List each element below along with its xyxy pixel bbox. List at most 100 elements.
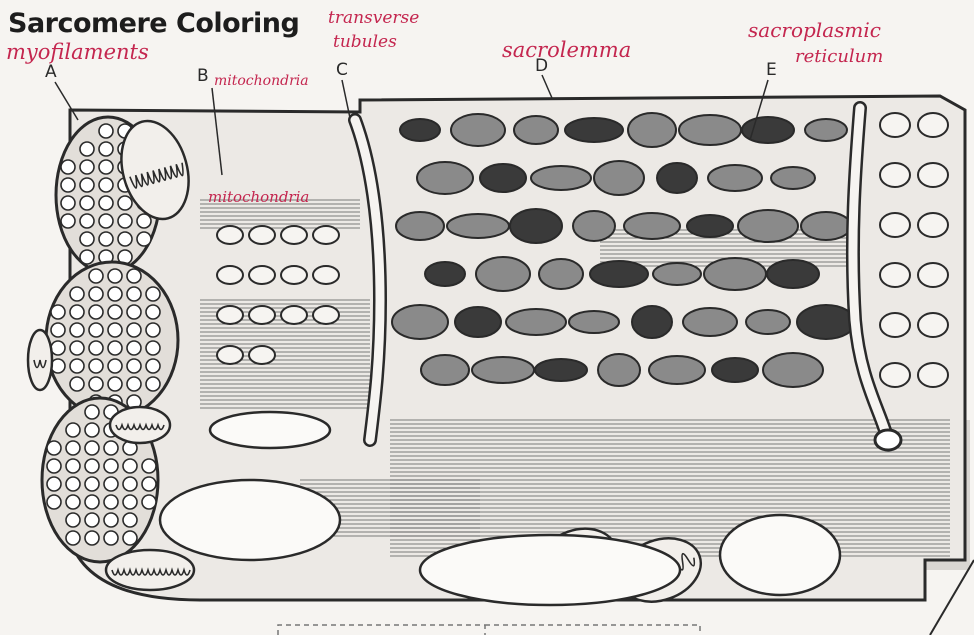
myofibril-circle bbox=[127, 341, 141, 355]
myofibril-circle bbox=[104, 441, 118, 455]
pale-organelle bbox=[210, 412, 330, 448]
sr-fenestra bbox=[687, 215, 733, 237]
myofibril-circle bbox=[108, 269, 122, 283]
page-title: Sarcomere Coloring bbox=[8, 8, 299, 39]
myofibril-circle bbox=[66, 513, 80, 527]
pale-organelle bbox=[420, 535, 680, 605]
myofibril-circle bbox=[66, 423, 80, 437]
sr-fenestra bbox=[746, 310, 790, 334]
sr-fenestra bbox=[763, 353, 823, 387]
myofibril-circle bbox=[70, 305, 84, 319]
t-tubule-opening bbox=[875, 430, 901, 450]
sr-fenestra bbox=[880, 113, 910, 137]
sr-fenestra bbox=[451, 114, 505, 146]
sr-fenestra bbox=[249, 266, 275, 284]
sr-fenestra bbox=[510, 209, 562, 243]
sr-fenestra bbox=[392, 305, 448, 339]
myofibril-circle bbox=[104, 513, 118, 527]
sr-fenestra bbox=[918, 263, 948, 287]
sr-fenestra bbox=[281, 306, 307, 324]
sr-fenestra bbox=[476, 257, 530, 291]
myofibril-circle bbox=[104, 459, 118, 473]
sr-fenestra bbox=[880, 363, 910, 387]
myofibril-circle bbox=[99, 196, 113, 210]
myofibril-circle bbox=[70, 359, 84, 373]
sr-fenestra bbox=[880, 263, 910, 287]
myofibril-circle bbox=[123, 477, 137, 491]
myofibril-circle bbox=[70, 377, 84, 391]
myofibril-circle bbox=[99, 160, 113, 174]
label-e: E bbox=[766, 60, 777, 80]
myofibril-circle bbox=[47, 495, 61, 509]
sr-fenestra bbox=[396, 212, 444, 240]
myofibril-circle bbox=[108, 305, 122, 319]
myofibril-circle bbox=[123, 495, 137, 509]
myofibril-circle bbox=[118, 214, 132, 228]
myofibril-circle bbox=[118, 232, 132, 246]
sr-fenestra bbox=[590, 261, 648, 287]
myofibril-circle bbox=[85, 459, 99, 473]
annotation-mitochondria-mid: mitochondria bbox=[208, 190, 309, 205]
sr-fenestra bbox=[880, 213, 910, 237]
sr-fenestra bbox=[281, 226, 307, 244]
sr-fenestra bbox=[704, 258, 766, 290]
myofibril-circle bbox=[123, 531, 137, 545]
myofibril-circle bbox=[80, 196, 94, 210]
sr-fenestra bbox=[653, 263, 701, 285]
leader-d bbox=[542, 75, 552, 98]
sr-fenestra bbox=[480, 164, 526, 192]
myofibril-circle bbox=[127, 305, 141, 319]
sr-fenestra bbox=[531, 166, 591, 190]
sr-fenestra bbox=[683, 308, 737, 336]
myofibril-circle bbox=[80, 160, 94, 174]
sr-fenestra bbox=[535, 359, 587, 381]
sr-fenestra bbox=[249, 226, 275, 244]
myofibril-circle bbox=[85, 495, 99, 509]
sr-fenestra bbox=[573, 211, 615, 241]
myofibril-circle bbox=[108, 377, 122, 391]
mitochondrion-membrane bbox=[106, 550, 194, 590]
mitochondrion bbox=[106, 550, 194, 590]
sr-fenestra bbox=[624, 213, 680, 239]
myofibril-circle bbox=[146, 323, 160, 337]
myofibril-circle bbox=[51, 305, 65, 319]
annotation-myofilaments: myofilaments bbox=[6, 42, 149, 63]
myofibril-circle bbox=[80, 250, 94, 264]
annotation-tubules: tubules bbox=[333, 34, 397, 51]
sr-fenestra bbox=[657, 163, 697, 193]
myofibril-circle bbox=[61, 178, 75, 192]
myofibril-circle bbox=[146, 287, 160, 301]
myofibril-circle bbox=[127, 359, 141, 373]
sr-fenestra bbox=[249, 346, 275, 364]
sr-fenestra bbox=[594, 161, 644, 195]
leader-a bbox=[55, 82, 78, 120]
sr-fenestra bbox=[281, 266, 307, 284]
sr-fenestra bbox=[918, 363, 948, 387]
myofibril-circle bbox=[142, 495, 156, 509]
myofibril-circle bbox=[104, 495, 118, 509]
sr-fenestra bbox=[313, 226, 339, 244]
annotation-sarcolemma: sacrolemma bbox=[502, 40, 631, 61]
myofibril-circle bbox=[51, 323, 65, 337]
sr-fenestra bbox=[918, 113, 948, 137]
myofibril-circle bbox=[80, 214, 94, 228]
mitochondrion bbox=[110, 407, 170, 443]
myofibril-circle bbox=[118, 196, 132, 210]
myofibril-circle bbox=[89, 287, 103, 301]
sr-fenestra bbox=[771, 167, 815, 189]
myofibril-circle bbox=[61, 196, 75, 210]
myofibril-circle bbox=[51, 341, 65, 355]
sr-fenestra bbox=[539, 259, 583, 289]
myofibril-circle bbox=[89, 377, 103, 391]
myofibril-circle bbox=[127, 269, 141, 283]
myofibril-circle bbox=[127, 287, 141, 301]
myofibril-circle bbox=[61, 214, 75, 228]
annotation-sarcoplasmic: sacroplasmic bbox=[748, 20, 881, 40]
sr-fenestra bbox=[313, 306, 339, 324]
sr-fenestra bbox=[797, 305, 855, 339]
sr-fenestra bbox=[880, 163, 910, 187]
myofibril-circle bbox=[89, 359, 103, 373]
myofibril-circle bbox=[99, 124, 113, 138]
label-d: D bbox=[535, 56, 548, 76]
myofibril-circle bbox=[85, 477, 99, 491]
